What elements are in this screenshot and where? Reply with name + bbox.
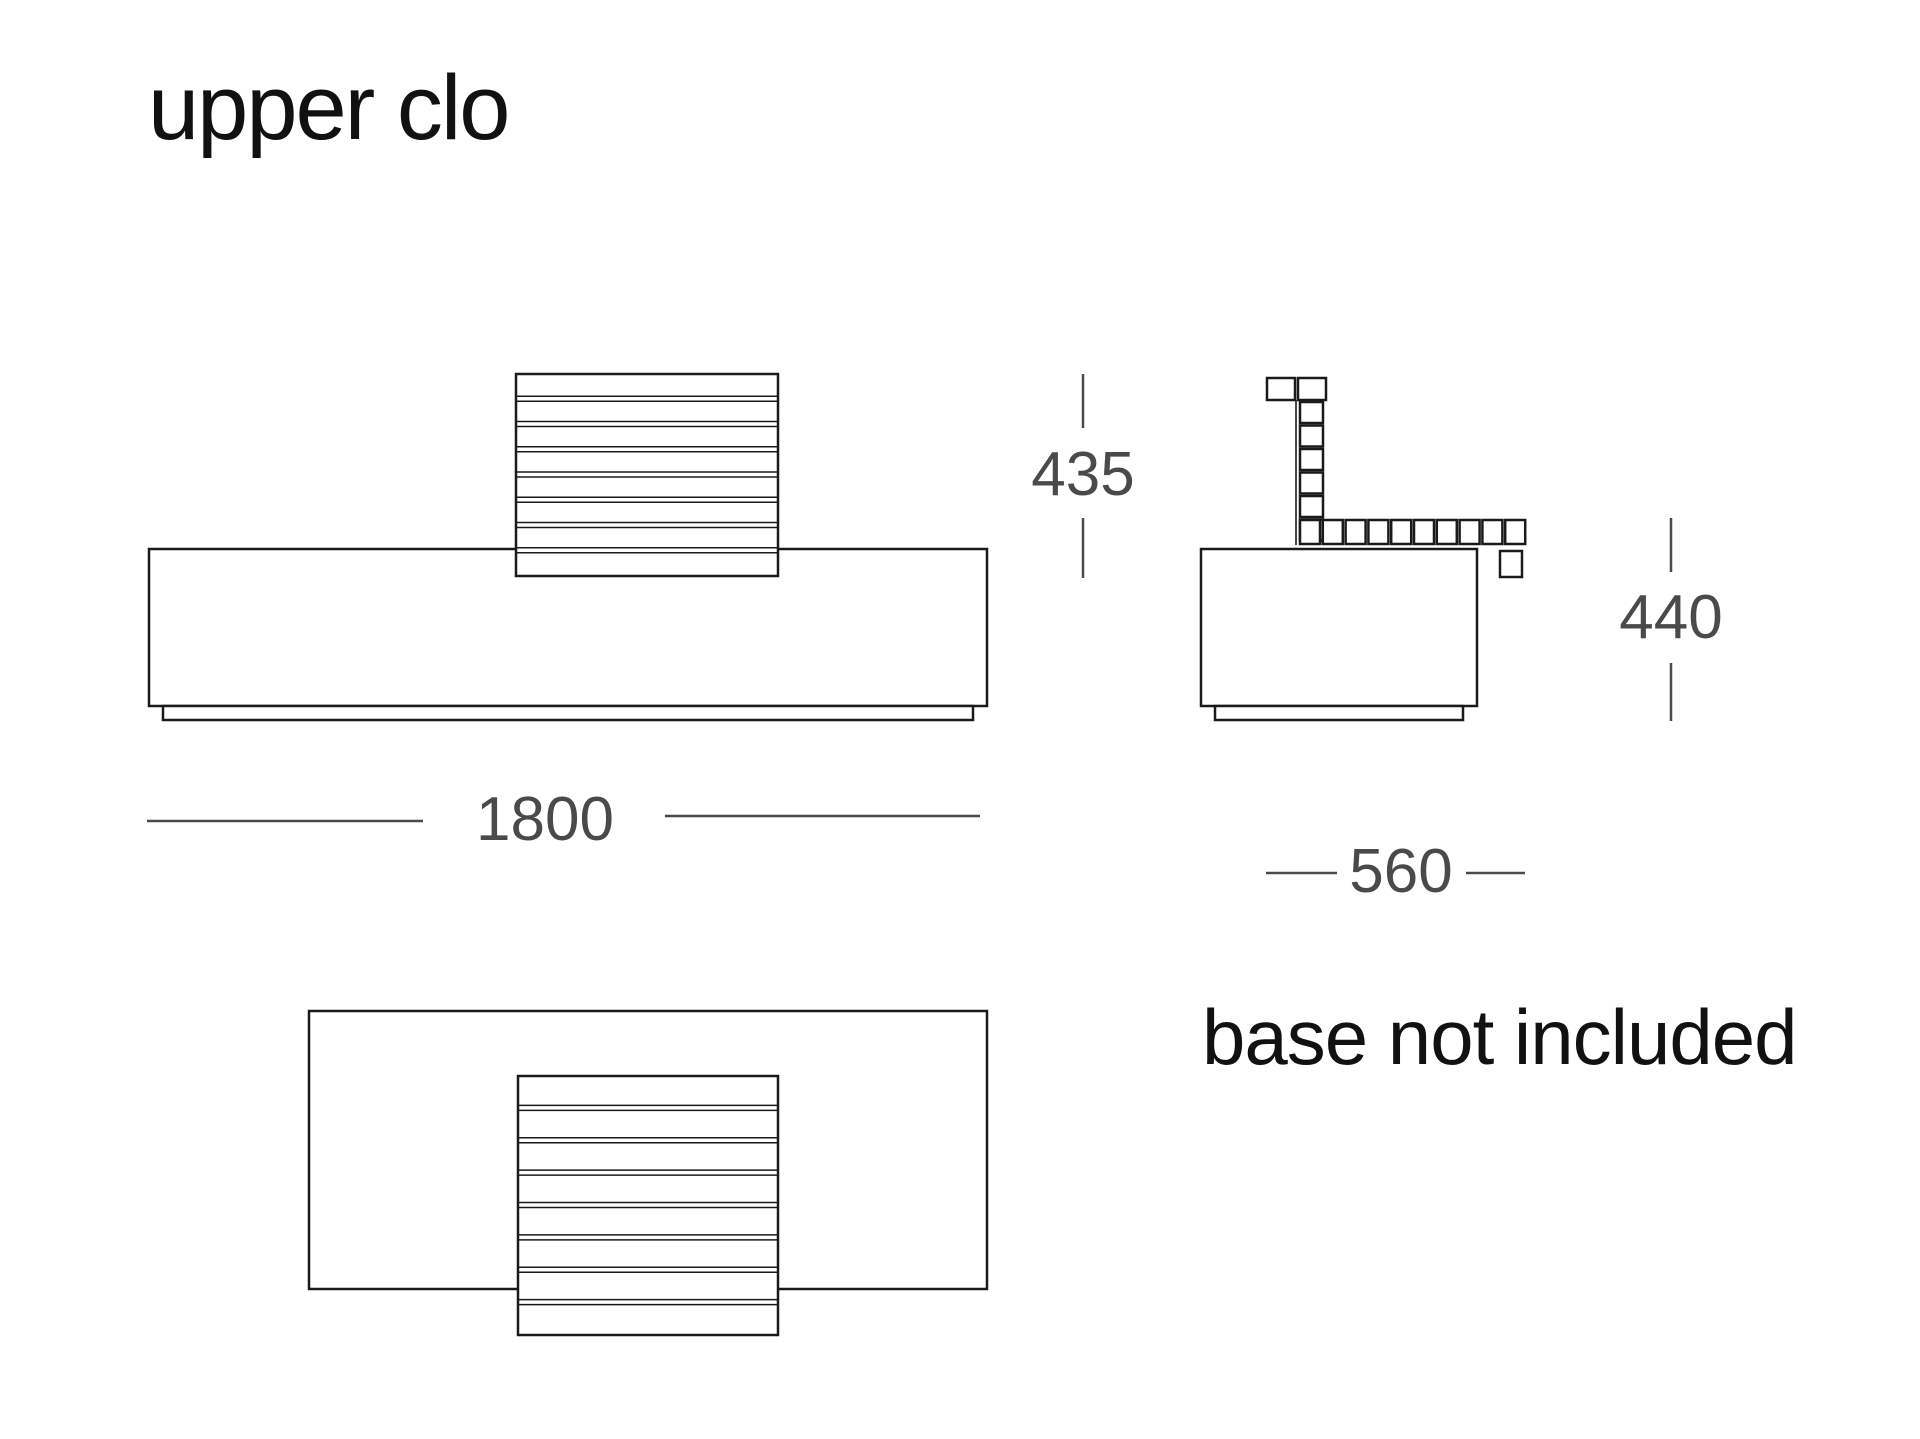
- backrest-height-label: 435: [1031, 440, 1134, 509]
- seat-height-label: 440: [1619, 583, 1722, 652]
- dimension-width: 1800: [147, 785, 980, 854]
- side-slat: [1265, 376, 1297, 402]
- front-view: [147, 372, 989, 722]
- front-backrest-slats: [516, 395, 778, 554]
- side-slat: [1344, 518, 1367, 546]
- side-slat: [1412, 518, 1436, 546]
- product-title: upper clo: [148, 57, 510, 159]
- side-slat: [1389, 518, 1413, 546]
- top-seat: [516, 1074, 780, 1337]
- side-slat: [1298, 424, 1325, 448]
- depth-label: 560: [1349, 837, 1452, 906]
- top-seat-slats: [518, 1104, 778, 1306]
- dimension-depth: 560: [1266, 837, 1525, 906]
- side-slat: [1458, 518, 1481, 546]
- dimension-seat-height: 440: [1619, 518, 1723, 721]
- side-slat: [1481, 518, 1504, 546]
- dimension-backrest: 435: [1031, 374, 1135, 578]
- side-slat: [1498, 549, 1524, 579]
- side-slat: [1296, 376, 1328, 402]
- side-slat: [1503, 518, 1527, 546]
- side-slat: [1435, 518, 1459, 546]
- side-slat: [1367, 518, 1390, 546]
- side-slat: [1321, 518, 1345, 546]
- side-slat: [1298, 518, 1322, 546]
- side-slat-profile: [1265, 376, 1527, 579]
- side-slat: [1298, 447, 1325, 472]
- front-backrest: [514, 372, 780, 578]
- front-plinth: [161, 704, 975, 722]
- base-note: base not included: [1202, 993, 1797, 1081]
- side-slat: [1298, 494, 1325, 519]
- top-view: [307, 1009, 989, 1337]
- side-plinth: [1213, 704, 1465, 722]
- width-label: 1800: [476, 785, 614, 854]
- side-view: [1199, 376, 1527, 722]
- side-slat: [1298, 471, 1325, 495]
- side-slat: [1298, 400, 1325, 425]
- side-body: [1199, 547, 1479, 708]
